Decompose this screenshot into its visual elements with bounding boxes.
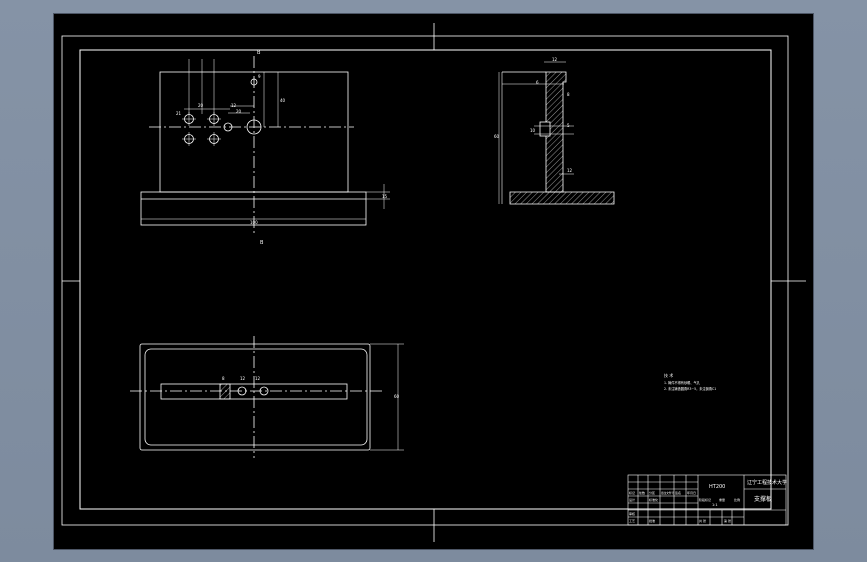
- tb-label-gengai: 更改文件号: [661, 491, 674, 495]
- tb-label-gongyi: 工艺: [629, 518, 635, 523]
- outer-frame: [61, 35, 789, 526]
- top-dim-b: 12: [240, 376, 246, 381]
- tb-label-bili: 比例: [734, 497, 740, 502]
- front-view: [140, 56, 390, 236]
- dim-top-small: 9: [258, 74, 261, 79]
- tb-label-biaoji: 标记: [629, 490, 635, 495]
- side-dim-left: 6: [536, 80, 539, 85]
- side-dim-h: 60: [494, 134, 500, 139]
- tb-label-nianyueri: 年月日: [687, 490, 696, 495]
- tb-label-shenhe: 审核: [629, 511, 635, 516]
- side-dim-r3: 12: [567, 168, 573, 173]
- side-section-view: [498, 61, 615, 205]
- dim-d4: 20: [236, 109, 242, 114]
- front-section-mark: B: [257, 50, 261, 56]
- note-2: 2. 未注铸造圆角R3~5，未注倒角C1: [664, 386, 716, 391]
- tb-label-pizhun: 批准: [649, 518, 655, 523]
- tb-label-zhongliang: 重量: [719, 497, 725, 502]
- title-block: [627, 474, 787, 526]
- note-1: 1. 铸件不得有砂眼、气孔: [664, 380, 701, 385]
- inner-frame: [79, 49, 772, 510]
- front-section-mark-bottom: B: [260, 240, 264, 246]
- dim-d3: 12: [231, 103, 237, 108]
- dim-base-thk: 15: [382, 194, 388, 199]
- cad-drawing-canvas[interactable]: B B 21 20 12 20 40 15 9 100 12 6 10 60 8…: [53, 13, 814, 550]
- top-dim-side: 60: [394, 394, 400, 399]
- dim-height-right: 40: [280, 98, 286, 103]
- tb-label-gong: 共 张: [699, 518, 706, 523]
- tb-label-chushu: 处数: [639, 490, 645, 495]
- tb-label-qianming: 签名: [675, 490, 681, 495]
- side-dim-top: 12: [552, 57, 558, 62]
- dim-d1: 21: [176, 111, 182, 116]
- top-view: [130, 336, 404, 458]
- side-dim-r1: 8: [567, 92, 570, 97]
- dim-bottom: 100: [250, 220, 258, 225]
- side-dim-r2: 5: [567, 123, 570, 128]
- material-label: HT200: [709, 484, 725, 490]
- part-name-label: 支撑板: [754, 495, 772, 503]
- top-dim-c: 12: [255, 376, 261, 381]
- centring-marks: [62, 23, 806, 542]
- company-label: 辽宁工程技术大学: [747, 479, 787, 486]
- notes-title: 技 术: [664, 372, 673, 378]
- scale-label: 1:1: [712, 503, 718, 507]
- tb-label-sheji: 设计: [629, 497, 635, 502]
- hole: [223, 122, 233, 132]
- front-view-base: [140, 191, 367, 226]
- top-view-outline: [139, 343, 371, 451]
- tb-label-di: 第 张: [724, 518, 731, 523]
- hole-large: [246, 119, 262, 135]
- tb-label-jieduan: 阶段标记: [699, 497, 711, 502]
- top-dim-a: 8: [222, 376, 225, 381]
- tb-label-fenqu: 分区: [649, 490, 655, 495]
- side-dim-mid: 10: [530, 128, 536, 133]
- drawing-sheet: B B 21 20 12 20 40 15 9 100 12 6 10 60 8…: [61, 23, 806, 542]
- dim-d2: 20: [198, 103, 204, 108]
- tb-label-biaozhunhua: 标准化: [649, 497, 658, 502]
